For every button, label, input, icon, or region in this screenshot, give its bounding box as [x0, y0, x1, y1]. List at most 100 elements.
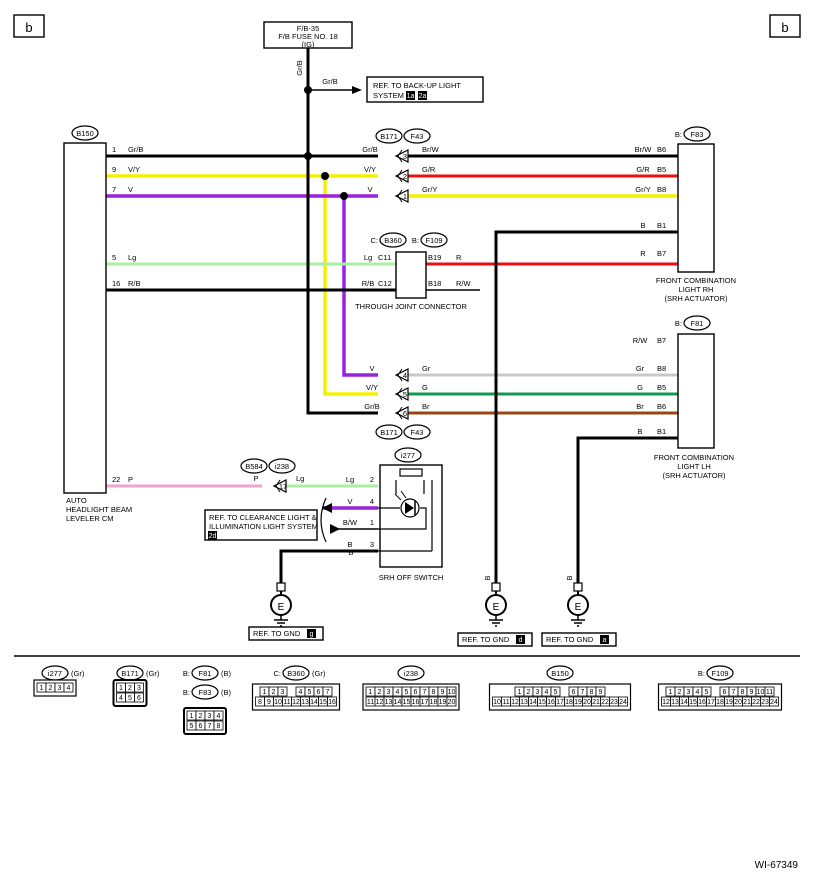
- lh-block: [677, 333, 715, 449]
- legend-pin-6-0-4: 5: [554, 689, 558, 696]
- legend-pin-7-1-5: 17: [707, 699, 715, 706]
- rh-wire-3: B: [640, 221, 645, 230]
- wire-grb-fuse: [306, 48, 378, 415]
- legend-pin-7-1-7: 19: [725, 699, 733, 706]
- rh-pin-3: B1: [657, 221, 666, 230]
- through-joint-right-0: R: [456, 253, 462, 262]
- cm-wire-2: V: [128, 185, 133, 194]
- legend-pin-4-1-2: 10: [274, 699, 282, 706]
- legend-pin-6-1-6: 16: [547, 699, 555, 706]
- through-joint-right-1: R/W: [456, 279, 472, 288]
- wire-vy-branch: [323, 176, 378, 396]
- legend-pin-6-1-12: 22: [601, 699, 609, 706]
- legend-pin-6-0-7: 7: [581, 689, 585, 696]
- cm-label-3: LEVELER CM: [66, 514, 114, 523]
- through-joint-block: [395, 251, 427, 299]
- switch-wire-0: Lg: [346, 475, 354, 484]
- legend-pin-1-1-0: 4: [119, 695, 123, 702]
- ground-ref-1: REF. TO GND: [462, 635, 510, 644]
- ground-ref-box-1: [457, 632, 533, 647]
- cm-connector-oval: [71, 125, 99, 141]
- fuse-line3: (IG): [302, 40, 315, 49]
- ground-tag-0: g: [310, 631, 314, 638]
- legend-pin-5-1-2: 13: [385, 699, 393, 706]
- legend-pin-3-0-3: 4: [217, 713, 221, 720]
- legend-pin-0-0-2: 3: [58, 685, 62, 692]
- joint-top-left-2: V: [367, 185, 372, 194]
- junction-backup: [304, 86, 312, 94]
- cm-wire-1: V/Y: [128, 165, 140, 174]
- lh-pin-1: B8: [657, 364, 666, 373]
- joint-top-left-1: V/Y: [364, 165, 376, 174]
- backup-ref-tag1: 1a: [407, 93, 415, 100]
- legend-pin-6-0-2: 3: [536, 689, 540, 696]
- legend-conn-2: F81: [199, 669, 212, 678]
- clearance-ref-line2: ILLUMINATION LIGHT SYSTEM: [209, 522, 318, 531]
- legend-pin-cell: [550, 686, 561, 697]
- legend-pin-4-1-6: 14: [310, 699, 318, 706]
- joint-top-pin-0-chevron: [397, 149, 403, 163]
- backup-ref-tag1-box: [406, 91, 415, 100]
- legend-pin-cell: [322, 686, 333, 697]
- legend-conn-5: i238: [404, 669, 418, 678]
- legend-pin-5-1-1: 12: [376, 699, 384, 706]
- joint-bottom-pin-1-chevron: [397, 387, 403, 401]
- legend-pin-cell: [446, 686, 457, 697]
- legend-pin-6-1-9: 19: [574, 699, 582, 706]
- joint-top-pin-1: 2: [403, 172, 407, 181]
- pconn-right: Lg: [296, 474, 304, 483]
- pconn-pin-arrow: [272, 479, 287, 493]
- legend-suffix-2: (B): [221, 669, 232, 678]
- backup-ref-tag2: 2a: [419, 93, 427, 100]
- rh-block: [677, 143, 715, 273]
- legend-pin-5-0-4: 5: [405, 689, 409, 696]
- ground-tag-0-box: [307, 629, 316, 638]
- legend-pin-4-0-6: 6: [317, 689, 321, 696]
- joint-top-conn-b-oval: [375, 128, 403, 144]
- fuse-line1: F/B-35: [297, 24, 320, 33]
- switch-pin-2: 1: [370, 518, 374, 527]
- rh-wire-1: G/R: [636, 165, 650, 174]
- legend-conn-0: i277: [48, 669, 62, 678]
- legend-pin-4-1-7: 15: [319, 699, 327, 706]
- cm-label-1: AUTO: [66, 496, 87, 505]
- lh-connector-oval: [683, 315, 711, 331]
- joint-bottom-left-1: V/Y: [366, 383, 378, 392]
- legend-pin-4-0-7: 7: [326, 689, 330, 696]
- lh-pin-4: B1: [657, 427, 666, 436]
- through-joint-conn-b-prefix: B:: [412, 236, 419, 245]
- legend-pin-cell: [63, 682, 74, 693]
- ground-terminal-1: [491, 582, 501, 592]
- ground-terminal-2: [573, 582, 583, 592]
- joint-bottom-conn-f: F43: [411, 428, 424, 437]
- legend-conn-4-prefix: C:: [274, 669, 282, 678]
- legend-pin-4-1-0: 8: [258, 699, 262, 706]
- legend-pin-cell: [134, 692, 144, 703]
- joint-top-right-2: Gr/Y: [422, 185, 437, 194]
- legend-pin-4-0-5: 5: [308, 689, 312, 696]
- legend-pin-5-0-2: 3: [387, 689, 391, 696]
- backup-arrow-head: [352, 86, 362, 94]
- joint-top-right-0: Br/W: [422, 145, 440, 154]
- legend-pin-6-1-5: 15: [538, 699, 546, 706]
- legend-conn-3-oval: [191, 684, 219, 700]
- legend-pin-5-1-7: 18: [430, 699, 438, 706]
- legend-pin-cell: [769, 696, 779, 707]
- joint-top-conn-f-oval: [403, 128, 431, 144]
- through-joint-bpin-1: B18: [428, 279, 441, 288]
- legend-conn-3-prefix: B:: [183, 688, 190, 697]
- ground-symbol-2: E: [575, 602, 582, 613]
- legend-pin-7-1-11: 23: [761, 699, 769, 706]
- rh-label-1: FRONT COMBINATION: [656, 276, 736, 285]
- legend-pin-6-0-0: 1: [518, 689, 522, 696]
- legend-pin-3-1-0: 5: [190, 723, 194, 730]
- wire-b-switch-gnd: [279, 549, 378, 583]
- legend-pin-4-1-3: 11: [283, 699, 290, 706]
- legend-pin-7-0-10: 10: [757, 689, 765, 696]
- rh-label-3: (SRH ACTUATOR): [664, 294, 728, 303]
- joint-bottom-pin-1: 5: [403, 390, 407, 399]
- joint-bottom-right-1: G: [422, 383, 428, 392]
- legend-suffix-3: (B): [221, 688, 232, 697]
- clearance-arrow-out: [330, 524, 340, 534]
- lh-label-2: LIGHT LH: [677, 462, 711, 471]
